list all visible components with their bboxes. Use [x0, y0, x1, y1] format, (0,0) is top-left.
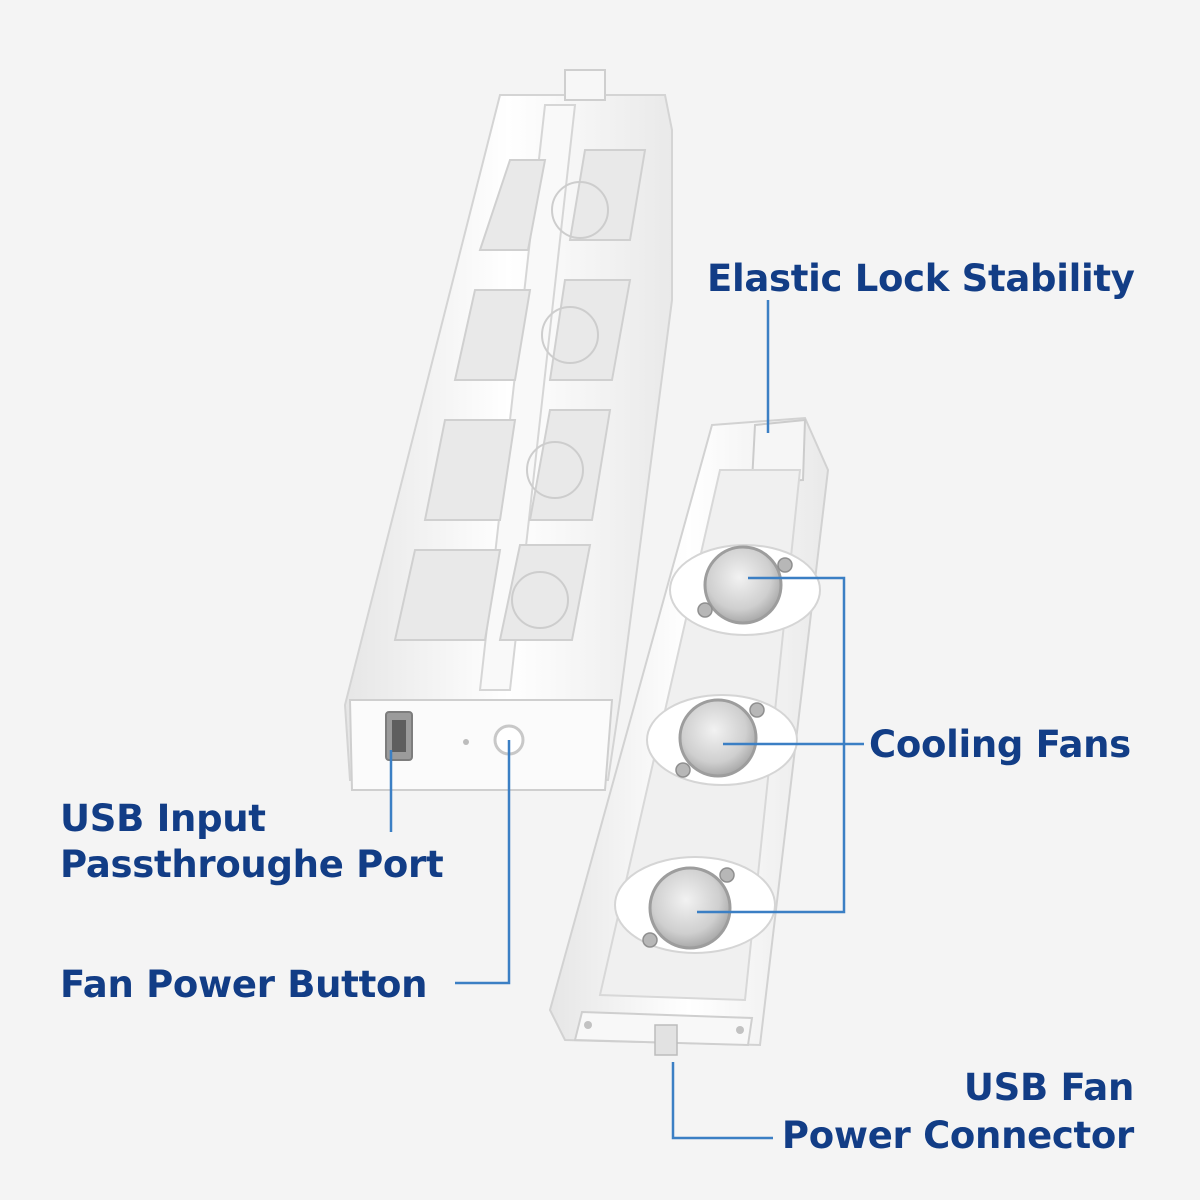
fan-power-button-label: Fan Power Button: [60, 963, 428, 1006]
cooling-fans-label: Cooling Fans: [869, 723, 1131, 766]
left-stand: [343, 69, 673, 791]
cooling-fan-hubs: [648, 545, 783, 950]
usb-fan-connector-label-line2: Power Connector: [781, 1114, 1134, 1157]
elastic-lock-stability-label: Elastic Lock Stability: [707, 257, 1135, 300]
usb-input-label-line2: Passthroughe Port: [60, 843, 444, 886]
right-stand: [548, 416, 830, 1056]
usb-fan-connector-label-line1: USB Fan: [963, 1066, 1134, 1109]
usb-input-label-line1: USB Input: [60, 797, 266, 840]
leader-lines: [389, 300, 864, 1140]
